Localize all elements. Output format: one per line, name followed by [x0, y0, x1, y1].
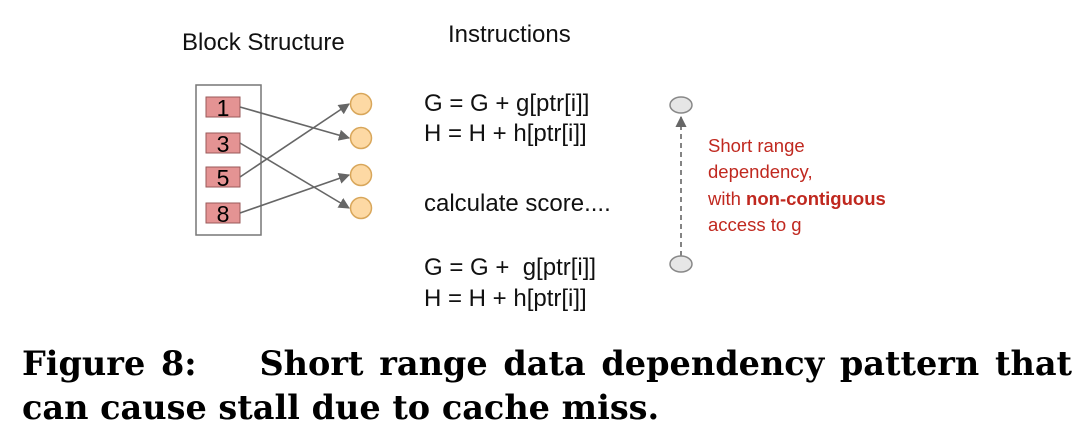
annotation-line-3: with non-contiguous: [707, 188, 886, 209]
instruction-calculate-score: calculate score....: [424, 190, 611, 217]
caption-text: Short range data dependency pattern that…: [22, 344, 1072, 427]
arrow-5-to-node-1: [239, 103, 350, 178]
instruction-g-update-2: G = G + g[ptr[i]]: [424, 254, 596, 281]
arrow-8-to-node-3: [239, 173, 351, 214]
block-item-8: 8: [205, 201, 241, 227]
dependency-marker-bottom: [669, 255, 693, 273]
block-item-label: 3: [217, 131, 230, 157]
dependency-marker-top: [669, 96, 693, 114]
block-item-1: 1: [205, 95, 241, 121]
node-2: [349, 126, 373, 150]
node-1: [349, 92, 373, 116]
instruction-g-update-1: G = G + g[ptr[i]]: [424, 90, 589, 117]
figure-caption: Figure 8: Short range data dependency pa…: [22, 342, 1072, 430]
annotation-line-1: Short range: [708, 135, 805, 156]
annotation-line-3-prefix: with: [707, 188, 746, 209]
instruction-h-update-2: H = H + h[ptr[i]]: [424, 285, 587, 312]
instructions-heading: Instructions: [448, 21, 571, 48]
block-structure-heading: Block Structure: [182, 29, 345, 56]
block-item-label: 1: [217, 95, 230, 121]
annotation-line-3-bold: non-contiguous: [746, 188, 886, 209]
arrow-3-to-node-4: [239, 142, 350, 209]
block-item-label: 8: [217, 201, 230, 227]
node-4: [349, 196, 373, 220]
dependency-diagram: Block Structure Instructions 1 3 5 8 G =…: [182, 21, 886, 312]
annotation-line-4: access to g: [708, 214, 802, 235]
block-item-5: 5: [205, 165, 241, 191]
block-item-label: 5: [217, 165, 230, 191]
node-3: [349, 163, 373, 187]
arrow-1-to-node-2: [239, 106, 351, 141]
block-item-3: 3: [205, 131, 241, 157]
annotation-line-2: dependency,: [708, 161, 813, 182]
caption-label: Figure 8:: [22, 344, 197, 383]
instruction-h-update-1: H = H + h[ptr[i]]: [424, 120, 587, 147]
